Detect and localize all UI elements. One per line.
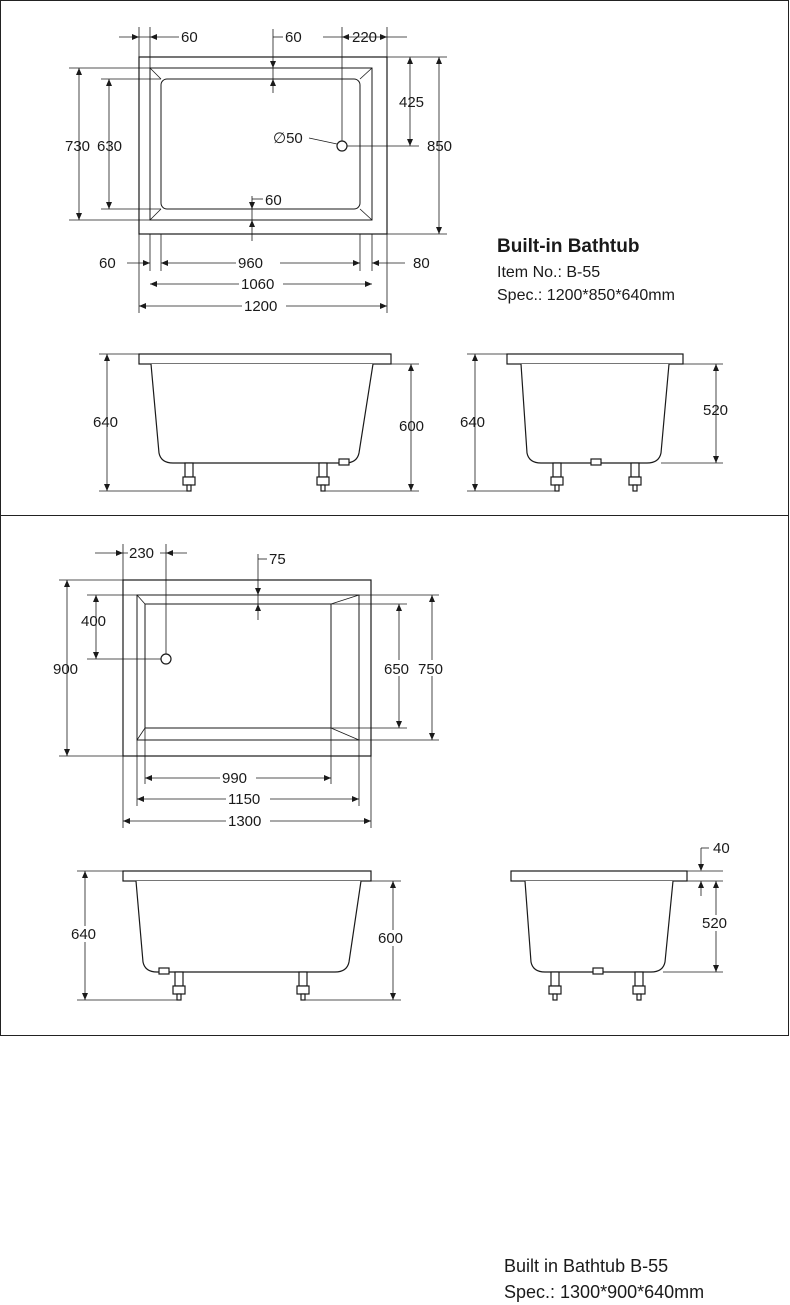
dim-depth-inner: 630 bbox=[97, 138, 122, 155]
dim-overall-width: 850 bbox=[427, 138, 452, 155]
dim-overall-length: 1200 bbox=[244, 298, 277, 315]
side-feet bbox=[182, 458, 350, 492]
dim-end-inner-height-b: 520 bbox=[702, 915, 727, 932]
side-body bbox=[150, 363, 374, 464]
dim-end-rim-b: 40 bbox=[713, 840, 730, 857]
product-title-b: Built in Bathtub B-55 bbox=[504, 1256, 669, 1276]
dim-drain-dia: ∅50 bbox=[273, 130, 303, 147]
end-body-b bbox=[524, 880, 674, 973]
spec-a: Spec.: 1200*850*640mm bbox=[497, 286, 675, 304]
dim-drain-offset: 220 bbox=[352, 29, 377, 46]
plan-rim bbox=[149, 67, 373, 221]
plan-outline bbox=[138, 56, 388, 235]
dim-mid-length: 1060 bbox=[241, 276, 274, 293]
side-body-b bbox=[135, 880, 362, 973]
dim-left-rim: 60 bbox=[181, 29, 198, 46]
plan-basin bbox=[160, 78, 361, 210]
dim-drain-from-top: 425 bbox=[399, 94, 424, 111]
dim-top-rim: 60 bbox=[285, 29, 302, 46]
dim-side-inner-height-b: 600 bbox=[378, 930, 403, 947]
dim-inner-length-b: 990 bbox=[222, 770, 247, 787]
side-rim-b bbox=[122, 870, 372, 882]
dim-inner-width-b: 650 bbox=[384, 661, 409, 678]
plan-and-elevations-b: 230 75 900 400 650 750 bbox=[53, 544, 733, 1001]
title-block-a: Built-in Bathtub Item No.: B-55 Spec.: 1… bbox=[497, 233, 675, 307]
dim-overall-width-b: 900 bbox=[53, 661, 78, 678]
drain-hole bbox=[336, 140, 348, 152]
drawing-panel-top: 60 60 220 730 630 850 bbox=[0, 0, 789, 516]
dim-right-margin: 80 bbox=[413, 255, 430, 272]
end-body bbox=[520, 363, 670, 464]
dim-inner-length: 960 bbox=[238, 255, 263, 272]
dim-top-rim-b: 75 bbox=[269, 551, 286, 568]
dim-end-height: 640 bbox=[460, 414, 485, 431]
plan-basin-b bbox=[144, 603, 332, 729]
plan-outline-b bbox=[122, 579, 372, 757]
dim-mid-width-b: 750 bbox=[418, 661, 443, 678]
end-rim-b bbox=[510, 870, 688, 882]
dim-end-inner-height: 520 bbox=[703, 402, 728, 419]
plan-and-elevations-a: 60 60 220 730 630 850 bbox=[65, 27, 728, 492]
dim-mid-length-b: 1150 bbox=[228, 791, 260, 808]
dim-drain-offset-b: 230 bbox=[129, 545, 154, 562]
end-feet-b bbox=[548, 967, 646, 1001]
side-rim bbox=[138, 353, 392, 365]
dim-left-margin: 60 bbox=[99, 255, 116, 272]
side-feet-b bbox=[158, 967, 310, 1001]
drain-hole-b bbox=[160, 653, 172, 665]
item-number-a: Item No.: B-55 bbox=[497, 263, 601, 281]
product-title-a: Built-in Bathtub bbox=[497, 236, 640, 257]
dim-side-height-b: 640 bbox=[71, 926, 96, 943]
title-block-b: Built in Bathtub B-55 Spec.: 1300*900*64… bbox=[504, 1253, 704, 1305]
dim-drain-from-top-b: 400 bbox=[81, 613, 106, 630]
plan-rim-b bbox=[136, 594, 360, 741]
dim-overall-length-b: 1300 bbox=[228, 813, 261, 830]
end-rim bbox=[506, 353, 684, 365]
drawing-panel-bottom: 230 75 900 400 650 750 bbox=[0, 515, 789, 1302]
spec-b: Spec.: 1300*900*640mm bbox=[504, 1282, 705, 1303]
dim-depth-outer: 730 bbox=[65, 138, 90, 155]
end-feet bbox=[550, 458, 642, 492]
dim-side-height: 640 bbox=[93, 414, 118, 431]
dim-bottom-rim: 60 bbox=[265, 192, 282, 209]
dim-side-inner-height: 600 bbox=[399, 418, 424, 435]
